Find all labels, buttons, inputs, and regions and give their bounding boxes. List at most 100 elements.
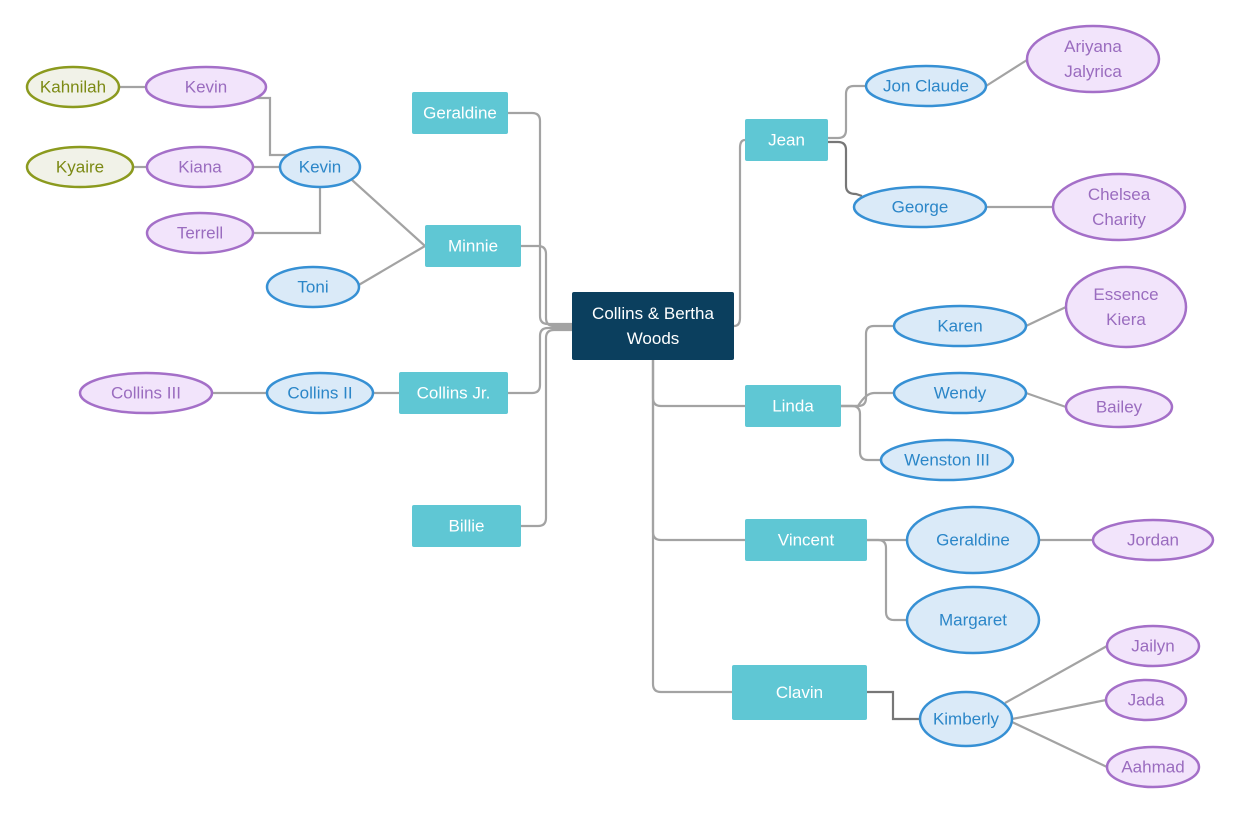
node-label: Bailey (1096, 398, 1143, 417)
node-collins-ii[interactable]: Collins II (265, 371, 375, 415)
grandchild-ellipse (265, 265, 361, 309)
node-kevin-ggc[interactable]: Kevin (144, 65, 268, 109)
node-label: Jada (1128, 691, 1165, 710)
gg-ellipse (25, 145, 135, 189)
node-terrell[interactable]: Terrell (145, 211, 255, 255)
node-clavin[interactable]: Clavin (732, 665, 867, 720)
node-karen[interactable]: Karen (892, 304, 1028, 348)
node-label: Geraldine (423, 104, 497, 123)
edge-root-to-linda (651, 360, 745, 408)
node-label: Billie (449, 517, 485, 536)
edge-kimberly-to-aahmad (1011, 721, 1108, 768)
edge-jon-claude-to-ariyana (985, 59, 1028, 87)
edge-linda-to-wendy (841, 391, 894, 408)
node-label: Collins II (287, 384, 352, 403)
child-box (425, 225, 521, 267)
node-label: Kiera (1106, 310, 1146, 329)
grandchild-ellipse (265, 371, 375, 415)
node-margaret[interactable]: Margaret (905, 585, 1041, 655)
node-label: Toni (297, 278, 328, 297)
edge-clavin-to-kimberly (867, 690, 920, 721)
node-label: Jailyn (1131, 637, 1174, 656)
edge-linda-to-karen (841, 324, 894, 408)
node-jordan[interactable]: Jordan (1091, 518, 1215, 562)
node-label: George (892, 198, 949, 217)
edge-wendy-to-bailey (1025, 391, 1067, 409)
node-kyaire[interactable]: Kyaire (25, 145, 135, 189)
node-label: Minnie (448, 237, 498, 256)
node-label: Geraldine (936, 531, 1010, 550)
node-minnie[interactable]: Minnie (425, 225, 521, 267)
node-billie[interactable]: Billie (412, 505, 521, 547)
edge-karen-to-essence (1025, 306, 1067, 327)
node-linda[interactable]: Linda (745, 385, 841, 427)
node-kiana[interactable]: Kiana (145, 145, 255, 189)
node-geraldine-c[interactable]: Geraldine (412, 92, 508, 134)
child-box (745, 519, 867, 561)
great-ellipse (1104, 678, 1188, 722)
edges-layer (119, 59, 1108, 768)
edge-kimberly-to-jada (1011, 698, 1107, 721)
great-ellipse (1064, 385, 1174, 429)
edge-kimberly-to-jailyn (1004, 645, 1108, 704)
node-george[interactable]: George (852, 185, 988, 229)
node-label: Ariyana (1064, 37, 1122, 56)
gg-ellipse (25, 65, 121, 109)
nodes-layer: Collins & BerthaWoodsGeraldineMinnieColl… (25, 24, 1215, 789)
node-bailey[interactable]: Bailey (1064, 385, 1174, 429)
node-label: Jean (768, 131, 805, 150)
great-ellipse (1091, 518, 1215, 562)
node-kahnilah[interactable]: Kahnilah (25, 65, 121, 109)
node-label: Margaret (939, 611, 1007, 630)
child-box (732, 665, 867, 720)
node-label: Kimberly (933, 710, 1000, 729)
node-toni[interactable]: Toni (265, 265, 361, 309)
node-jon-claude[interactable]: Jon Claude (864, 64, 988, 108)
edge-root-to-clavin (651, 360, 732, 694)
node-label: Essence (1093, 285, 1158, 304)
node-jean[interactable]: Jean (745, 119, 828, 161)
node-label: Collins Jr. (417, 384, 491, 403)
child-box (399, 372, 508, 414)
node-label: Kyaire (56, 158, 104, 177)
great-ellipse (1064, 265, 1188, 349)
node-geraldine-gc[interactable]: Geraldine (905, 505, 1041, 575)
node-aahmad[interactable]: Aahmad (1105, 745, 1201, 789)
node-collins-iii[interactable]: Collins III (78, 371, 214, 415)
node-jailyn[interactable]: Jailyn (1105, 624, 1201, 668)
node-label: Vincent (778, 531, 835, 550)
node-wendy[interactable]: Wendy (892, 371, 1028, 415)
edge-vincent-to-margaret (867, 538, 907, 622)
grandchild-ellipse (905, 505, 1041, 575)
edge-minnie-to-kevin-gc (351, 179, 426, 247)
node-label: Wendy (934, 384, 987, 403)
grandchild-ellipse (892, 371, 1028, 415)
node-collins-jr[interactable]: Collins Jr. (399, 372, 508, 414)
node-label: Chelsea (1088, 185, 1151, 204)
node-wenston-iii[interactable]: Wenston III (879, 438, 1015, 482)
great-ellipse (144, 65, 268, 109)
edge-kevin-gc-to-kevin-ggc (256, 96, 290, 157)
node-label: Jordan (1127, 531, 1179, 550)
great-ellipse (145, 145, 255, 189)
great-ellipse (1105, 624, 1201, 668)
node-kimberly[interactable]: Kimberly (918, 690, 1014, 748)
node-label: Collins III (111, 384, 181, 403)
node-label: Charity (1092, 210, 1146, 229)
node-kevin-gc[interactable]: Kevin (278, 145, 362, 189)
node-vincent[interactable]: Vincent (745, 519, 867, 561)
grandchild-ellipse (278, 145, 362, 189)
node-jada[interactable]: Jada (1104, 678, 1188, 722)
node-label: Kahnilah (40, 78, 106, 97)
grandchild-ellipse (905, 585, 1041, 655)
node-label: Terrell (177, 224, 223, 243)
child-box (745, 385, 841, 427)
great-ellipse (1051, 172, 1187, 242)
child-box (745, 119, 828, 161)
edge-kevin-gc-to-terrell (253, 187, 322, 235)
